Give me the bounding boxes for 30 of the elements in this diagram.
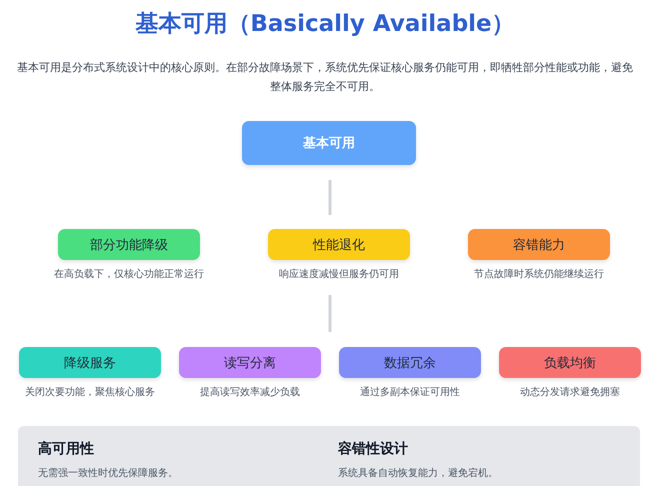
box-label: 基本可用 [303, 135, 355, 152]
feature-box [19, 347, 161, 378]
description-text: 节点故障时系统仍能继续运行 [473, 268, 605, 281]
description-text: 基本可用是分布式系统设计中的核心原则。在部分故障场景下，系统优先保证核心服务仍能可用，即牺牲部分性能或功能，避免整体服务完全不可用。 [16, 60, 634, 95]
box-label: 容错能力 [513, 236, 565, 254]
description-text: 关闭次要功能，聚焦核心服务 [24, 386, 156, 399]
panel-text: 无需强一致性时优先保障服务。 [38, 466, 178, 480]
feature-box [179, 347, 321, 378]
description-text: 通过多副本保证可用性 [359, 386, 461, 399]
feature-box [468, 229, 610, 260]
feature-box [268, 229, 410, 260]
box-label: 性能退化 [313, 236, 365, 254]
panel-heading: 容错性设计 [338, 440, 408, 458]
title: 基本可用（Basically Available） [134, 10, 516, 39]
panel-heading: 高可用性 [38, 440, 94, 458]
feature-box [339, 347, 481, 378]
info-panel [18, 426, 640, 486]
panel-text: 系统具备自动恢复能力，避免宕机。 [338, 466, 498, 480]
box-label: 数据冗余 [384, 354, 436, 372]
description-text: 响应速度减慢但服务仍可用 [278, 268, 400, 281]
description-text: 提高读写效率减少负载 [199, 386, 301, 399]
description-text: 在高负载下，仅核心功能正常运行 [53, 268, 205, 281]
feature-box [499, 347, 641, 378]
box-label: 负载均衡 [544, 354, 596, 372]
box-label: 读写分离 [224, 354, 276, 372]
box-label: 降级服务 [64, 354, 116, 372]
description-text: 动态分发请求避免拥塞 [519, 386, 621, 399]
root-box [242, 121, 416, 165]
box-label: 部分功能降级 [90, 236, 168, 254]
feature-box [58, 229, 200, 260]
